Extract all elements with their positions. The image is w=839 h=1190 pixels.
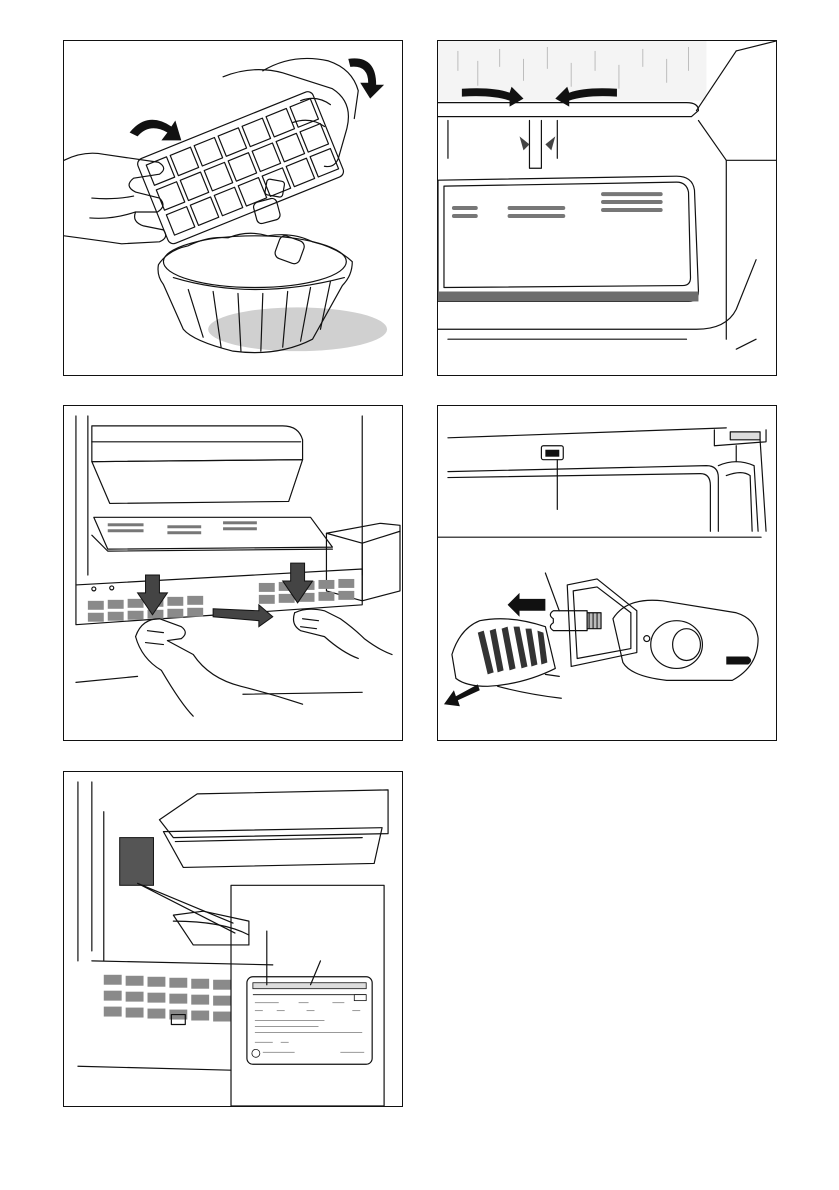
light-bulb bbox=[545, 573, 601, 631]
slide-left-arrow-icon bbox=[508, 593, 546, 617]
ice-cubes bbox=[252, 179, 305, 266]
lamp-housing bbox=[567, 579, 758, 680]
light-bulb-illustration bbox=[438, 406, 776, 740]
pull-down-arrow-icon bbox=[444, 684, 480, 706]
crisper-drawer bbox=[159, 790, 388, 868]
figure-ventilation-grille bbox=[63, 405, 403, 741]
rotate-left-arrow-icon bbox=[130, 120, 182, 141]
rating-plate-zoom-inset bbox=[231, 885, 384, 1106]
ice-cube-tray-illustration bbox=[64, 41, 402, 375]
ventilation-grille-illustration bbox=[64, 406, 402, 740]
rating-plate-illustration bbox=[64, 772, 402, 1106]
ceiling-lamp-view bbox=[448, 428, 766, 531]
upper-drawer bbox=[92, 426, 303, 504]
figure-rating-plate bbox=[63, 771, 403, 1107]
hands bbox=[64, 58, 358, 243]
pull-out-arrow-icon bbox=[213, 605, 273, 627]
ice-tray bbox=[136, 90, 345, 246]
figure-light-bulb bbox=[437, 405, 777, 741]
figure-ice-cube-tray bbox=[63, 40, 403, 376]
rating-plate-location-marker bbox=[120, 838, 154, 886]
lamp-cover bbox=[452, 619, 561, 699]
lower-shelf bbox=[92, 517, 333, 551]
rotate-right-arrow-icon bbox=[348, 58, 384, 98]
figure-defrost-drain bbox=[437, 40, 777, 376]
ventilation-grille bbox=[104, 975, 231, 1022]
hands bbox=[136, 609, 392, 716]
defrost-drain-illustration bbox=[438, 41, 776, 375]
vegetable-tray bbox=[438, 176, 698, 301]
